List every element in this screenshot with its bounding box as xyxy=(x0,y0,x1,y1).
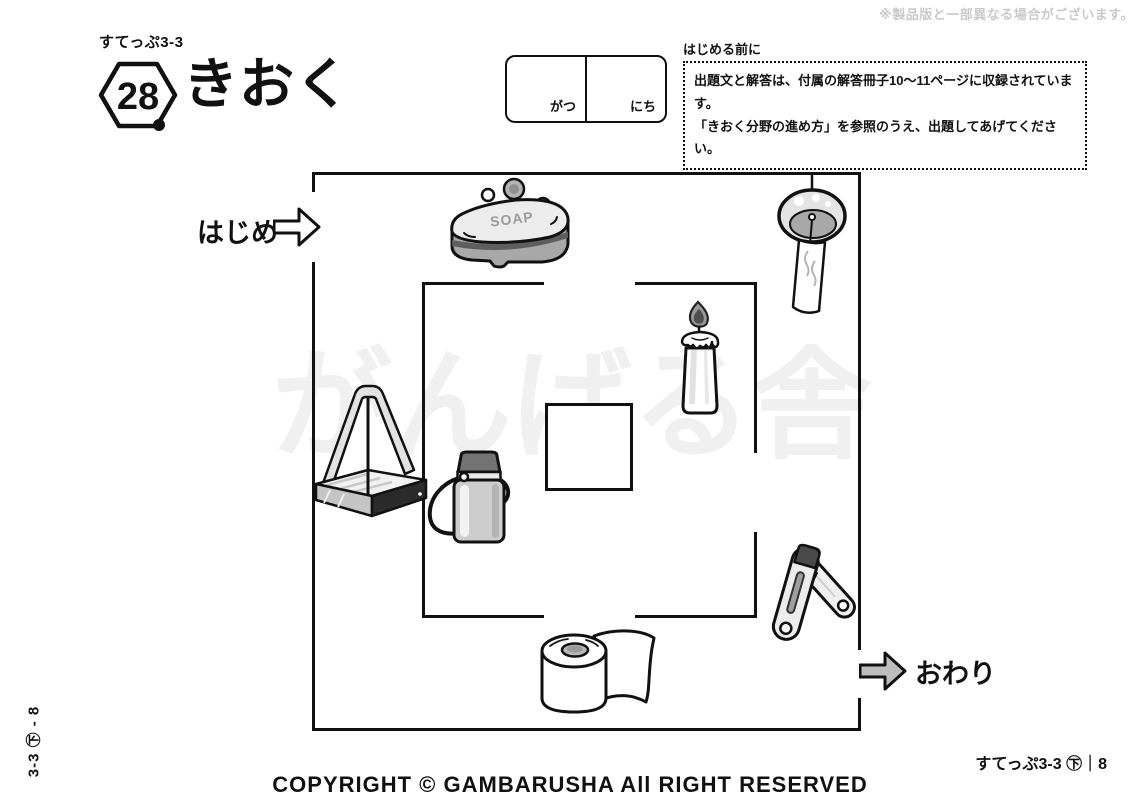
hexagon-dot xyxy=(153,119,165,131)
start-arrow-icon xyxy=(273,207,321,247)
outer-frame-bottom-line xyxy=(312,728,861,731)
end-arrow-icon xyxy=(859,651,907,691)
before-start-line2: 「きおく分野の進め方」を参照のうえ、出題してあげてください。 xyxy=(694,118,1057,157)
inner-frame-bottom-line-right xyxy=(635,615,757,618)
wind-chime-icon xyxy=(777,172,847,315)
water-bottle-icon xyxy=(427,450,511,544)
outer-frame-left-line-lower xyxy=(312,262,315,731)
outer-frame-right-line-lower xyxy=(858,698,861,731)
before-start-box: 出題文と解答は、付属の解答冊子10～11ページに収録されています。 「きおく分野… xyxy=(683,61,1087,170)
soap-text: SOAP xyxy=(489,208,534,229)
product-note: ※製品版と一部異なる場合がございます。 xyxy=(879,7,1134,22)
page-title: きおく xyxy=(183,53,352,115)
center-square xyxy=(545,403,633,491)
nail-clippers-icon xyxy=(771,543,856,641)
before-start-heading: はじめる前に xyxy=(683,42,762,57)
inner-frame-left-line xyxy=(422,282,425,618)
date-day-cell: にち xyxy=(587,57,665,121)
date-box: がつ にち xyxy=(505,55,667,123)
lesson-number-badge: 28 xyxy=(98,61,178,131)
outer-frame-right-line-upper xyxy=(858,172,861,650)
month-label: がつ xyxy=(549,99,576,114)
carry-basket-icon xyxy=(314,384,428,518)
end-label: おわり xyxy=(915,659,996,689)
inner-frame-right-line-upper xyxy=(754,282,757,453)
soap-bar-icon: SOAP xyxy=(450,177,570,269)
candle-icon xyxy=(680,300,720,415)
date-month-cell: がつ xyxy=(507,57,587,121)
toilet-paper-icon xyxy=(540,629,656,714)
inner-frame-top-line-right xyxy=(635,282,757,285)
start-label: はじめ xyxy=(197,218,278,248)
step-label: すてっぷ3-3 xyxy=(99,34,184,51)
outer-frame-left-line-upper xyxy=(312,172,315,192)
before-start-note: はじめる前に 出題文と解答は、付属の解答冊子10～11ページに収録されています。… xyxy=(683,39,1087,170)
copyright-line: COPYRIGHT © GAMBARUSHA All RIGHT RESERVE… xyxy=(272,772,868,797)
page-reference: すてっぷ3-3 ㊦｜8 xyxy=(975,756,1107,773)
inner-frame-right-line-lower xyxy=(754,532,757,618)
lesson-number: 28 xyxy=(117,76,159,118)
inner-frame-bottom-line-left xyxy=(422,615,544,618)
inner-frame-top-line-left xyxy=(422,282,544,285)
outer-frame-top-line xyxy=(312,172,861,175)
day-label: にち xyxy=(629,99,656,114)
hexagon-icon xyxy=(98,61,178,129)
before-start-line1: 出題文と解答は、付属の解答冊子10～11ページに収録されています。 xyxy=(694,73,1073,111)
